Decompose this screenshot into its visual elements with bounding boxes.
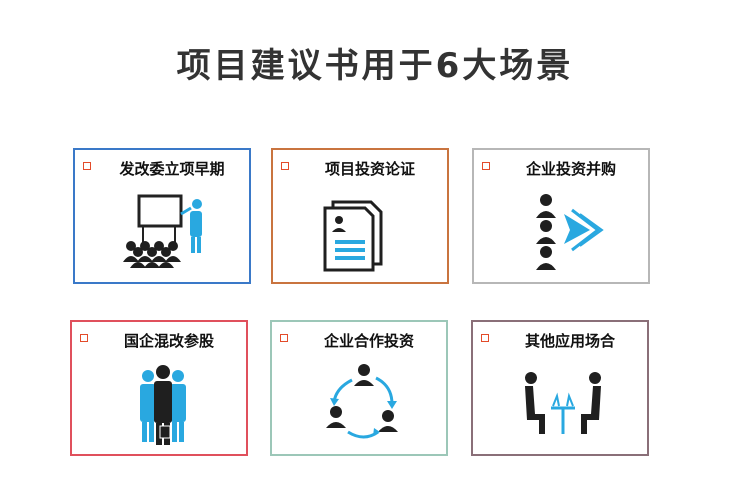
- scenario-card-investment-argument: 项目投资论证: [271, 148, 449, 284]
- checkbox-icon: [280, 334, 288, 342]
- cooperation-cycle-icon: [326, 364, 398, 439]
- page-title: 项目建议书用于6大场景: [176, 46, 574, 86]
- scenario-label: 国企混改参股: [123, 332, 214, 350]
- scenario-card-cooperation: 企业合作投资: [270, 320, 448, 456]
- checkbox-icon: [80, 334, 88, 342]
- business-team-icon: [140, 365, 186, 445]
- scenario-label: 企业合作投资: [323, 332, 414, 350]
- checkbox-icon: [83, 162, 91, 170]
- scenario-card-ndrc: 发改委立项早期: [73, 148, 251, 284]
- scenario-label: 其他应用场合: [524, 332, 615, 350]
- checkbox-icon: [481, 334, 489, 342]
- scenario-label: 项目投资论证: [324, 160, 415, 178]
- checkbox-icon: [482, 162, 490, 170]
- scenario-card-soe-reform: 国企混改参股: [70, 320, 248, 456]
- scenario-card-other: 其他应用场合: [471, 320, 649, 456]
- scenario-label: 企业投资并购: [525, 160, 616, 178]
- checkbox-icon: [281, 162, 289, 170]
- presentation-icon: [123, 194, 202, 268]
- merger-icon: [536, 194, 604, 270]
- meeting-icon: [525, 372, 601, 434]
- scenario-card-merger: 企业投资并购: [472, 148, 650, 284]
- document-icon: [323, 200, 383, 272]
- scenario-label: 发改委立项早期: [119, 160, 225, 178]
